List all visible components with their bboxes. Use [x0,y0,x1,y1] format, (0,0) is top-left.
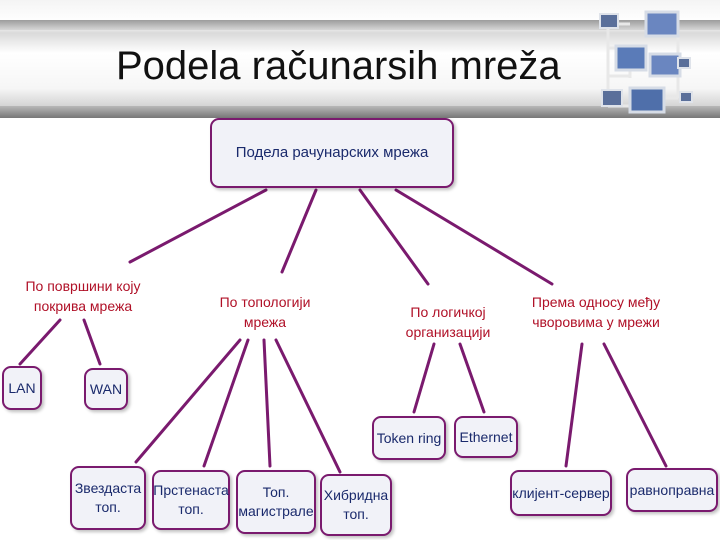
connector-cat3-token [412,342,436,414]
root-node: Подела рачунарских мрежа [210,118,454,188]
connector-cat2-hybrid [274,338,342,474]
banner-bottom-stripe [0,106,720,118]
leaf-peer-to-peer: равноправна [626,468,718,512]
leaf-star-topology: Звездаста топ. [70,466,146,530]
connector-cat2-star [134,338,242,464]
leaf-ring-topology: Прстенаста топ. [152,470,230,530]
banner-top-stripe [0,20,720,30]
connector-cat1-lan [18,318,62,366]
connector-cat4-peer [602,342,668,468]
network-computers-icon [599,10,693,114]
connector-cat4-client [564,342,584,468]
category-by-node-relation: Према односу међу чворовима у мрежи [531,294,661,331]
leaf-wan: WAN [84,368,128,410]
connector-root-cat4 [394,188,554,286]
connector-cat3-ethernet [458,342,486,414]
leaf-hybrid-topology: Хибридна топ. [320,474,392,536]
category-by-topology: По топологији мрежа [219,294,311,331]
connector-cat2-ring [202,338,250,468]
leaf-bus-topology: Топ. магистрале [236,470,316,534]
leaf-ethernet: Ethernet [454,416,518,458]
connector-root-cat1 [128,188,268,264]
slide-title: Podela računarsih mreža [116,44,561,88]
leaf-token-ring: Token ring [372,416,446,460]
leaf-client-server: клијент-сервер [510,470,612,516]
category-by-area: По површини коју покрива мрежа [25,278,141,315]
leaf-lan: LAN [2,366,42,410]
connector-cat2-bus [262,338,272,468]
category-by-logical-organization: По логичкој организацији [405,304,491,341]
connector-root-cat2 [280,188,318,274]
connector-root-cat3 [358,188,430,286]
connector-cat1-wan [82,318,102,366]
